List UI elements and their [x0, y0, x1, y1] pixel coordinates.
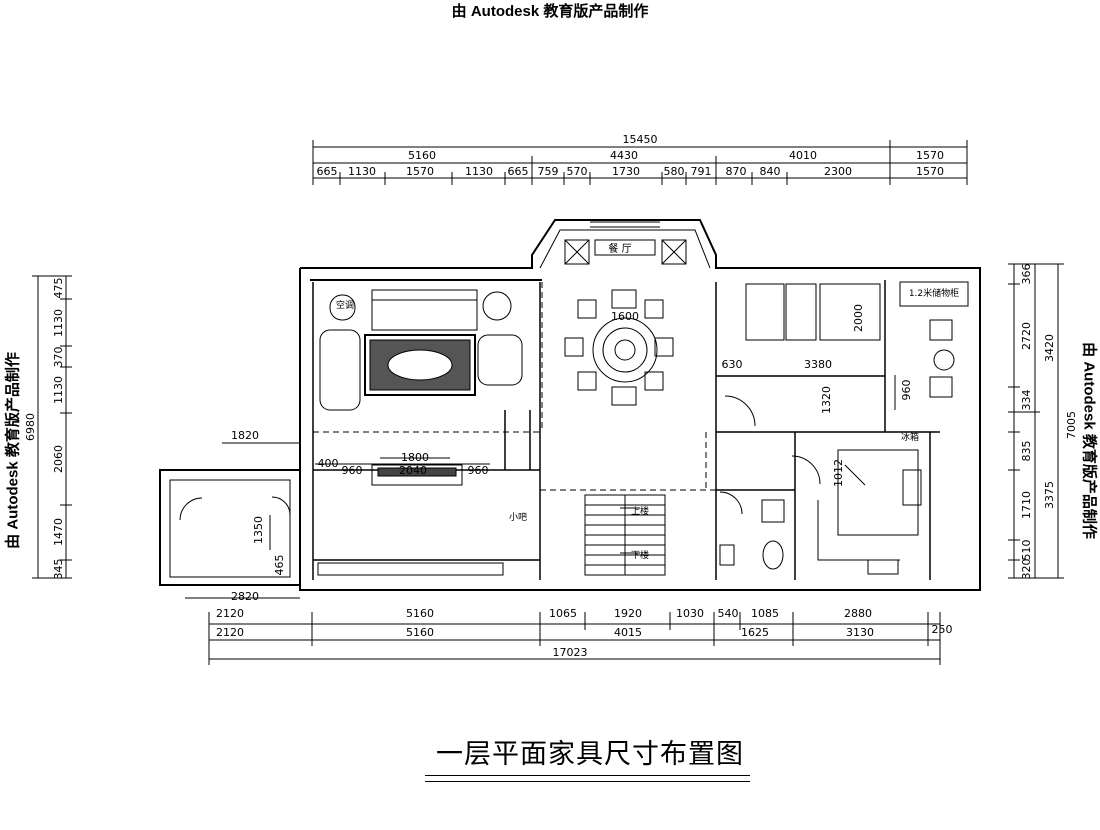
dim-top-mid-1: 5160 [408, 149, 436, 162]
dim-top-detail: 1570 [406, 165, 434, 178]
dim-inner: 630 [722, 358, 743, 371]
dim-inner: 1350 [252, 516, 265, 544]
dim-bottom-total: 17023 [553, 646, 588, 659]
dim-bottom-row1: 1920 [614, 607, 642, 620]
dim-inner: 3380 [804, 358, 832, 371]
dim-bottom-row1: 5160 [406, 607, 434, 620]
dim-right-detail: 835 [1020, 441, 1033, 462]
dim-right-mid: 3420 [1043, 334, 1056, 362]
dim-top-mid-4: 1570 [916, 149, 944, 162]
label-kitchen-sign: 餐 厅 [608, 242, 631, 255]
dim-top-detail: 570 [567, 165, 588, 178]
dining-table [564, 289, 674, 406]
dim-right-detail: 2720 [1020, 322, 1033, 350]
dim-right-detail: 510 [1020, 540, 1033, 561]
dim-inner: 1012 [832, 459, 845, 487]
dim-right-detail: 1710 [1020, 491, 1033, 519]
label-down-stair: 下楼 [631, 549, 649, 561]
dim-left-detail: 2060 [52, 445, 65, 473]
dim-top-mid-2: 4430 [610, 149, 638, 162]
dim-inner: 1600 [611, 310, 639, 323]
dim-left-detail: 1130 [52, 376, 65, 404]
right-dimension-chain [1008, 263, 1064, 579]
dim-inner: 2040 [399, 464, 427, 477]
sofa-set [319, 289, 523, 411]
dim-top-detail: 840 [760, 165, 781, 178]
dim-bottom-row2: 5160 [406, 626, 434, 639]
dashed-guides [313, 282, 717, 491]
dim-top-detail: 665 [317, 165, 338, 178]
storage-cabinets [745, 281, 969, 398]
dim-left-total: 6980 [24, 413, 37, 441]
dim-bottom-row2: 250 [932, 623, 953, 636]
label-storage: 1.2米储物柜 [909, 287, 959, 299]
dim-inner: 2820 [231, 590, 259, 603]
dim-bottom-row1: 1030 [676, 607, 704, 620]
door-swings [179, 395, 821, 521]
dim-bottom-row1: 1065 [549, 607, 577, 620]
dim-bottom-row2: 1625 [741, 626, 769, 639]
dim-inner: 960 [900, 380, 913, 401]
dim-top-detail: 1730 [612, 165, 640, 178]
watermark-top: 由 Autodesk 教育版产品制作 [451, 3, 649, 20]
dim-inner: 1820 [231, 429, 259, 442]
dim-left-detail: 1130 [52, 309, 65, 337]
dim-bottom-row2: 3130 [846, 626, 874, 639]
staircase [584, 494, 666, 576]
dim-top-detail: 759 [538, 165, 559, 178]
dim-top-detail: 791 [691, 165, 712, 178]
dim-inner: 1320 [820, 386, 833, 414]
dim-left-detail: 345 [52, 559, 65, 580]
label-fridge: 冰箱 [901, 431, 919, 443]
dim-bottom-row1: 540 [718, 607, 739, 620]
tv-cabinet [317, 464, 504, 576]
dim-top-detail: 1130 [465, 165, 493, 178]
dim-right-detail: 320 [1020, 559, 1033, 580]
planters [564, 239, 687, 265]
label-ac: 空调 [336, 299, 354, 311]
dim-inner: 2000 [852, 304, 865, 332]
dim-left-detail: 370 [52, 347, 65, 368]
dim-inner: 1800 [401, 451, 429, 464]
dim-inner: 400 [318, 457, 339, 470]
title-underline [425, 775, 750, 776]
dim-top-detail: 1570 [916, 165, 944, 178]
dim-bottom-row2: 2120 [216, 626, 244, 639]
dim-top-detail: 2300 [824, 165, 852, 178]
watermark-right: 由 Autodesk 教育版产品制作 [1080, 342, 1098, 539]
dim-right-mid: 3375 [1043, 481, 1056, 509]
watermark-left: 由 Autodesk 教育版产品制作 [4, 352, 22, 549]
dim-top-total: 15450 [623, 133, 658, 146]
drawing-title: 一层平面家具尺寸布置图 [436, 739, 744, 770]
dim-top-detail: 665 [508, 165, 529, 178]
exterior-walls [159, 219, 981, 591]
title-underline-double [425, 781, 750, 782]
dim-top-detail: 1130 [348, 165, 376, 178]
dim-inner: 960 [468, 464, 489, 477]
dim-top-mid-3: 4010 [789, 149, 817, 162]
dim-bottom-row2: 4015 [614, 626, 642, 639]
dim-right-detail: 334 [1020, 390, 1033, 411]
dim-bottom-row1: 2120 [216, 607, 244, 620]
dim-right-detail: 366 [1020, 264, 1033, 285]
dim-inner: 465 [273, 555, 286, 576]
dim-top-detail: 870 [726, 165, 747, 178]
dim-top-detail: 580 [664, 165, 685, 178]
dim-right-total: 7005 [1065, 411, 1078, 439]
bay-window [539, 221, 711, 269]
bathroom-fixtures [719, 499, 785, 570]
kitchen-counters [817, 449, 922, 575]
label-small-bar: 小吧 [509, 512, 527, 523]
dim-inner: 960 [342, 464, 363, 477]
left-dimension-chain [32, 275, 72, 579]
top-dimension-chain [312, 140, 968, 185]
bottom-dimension-chain [208, 612, 941, 665]
dim-left-detail: 1470 [52, 518, 65, 546]
dim-left-detail: 475 [52, 278, 65, 299]
label-up-stair: 上楼 [631, 505, 649, 517]
inner-dimension-lines [185, 375, 896, 599]
dim-bottom-row1: 2880 [844, 607, 872, 620]
dim-bottom-row1: 1085 [751, 607, 779, 620]
